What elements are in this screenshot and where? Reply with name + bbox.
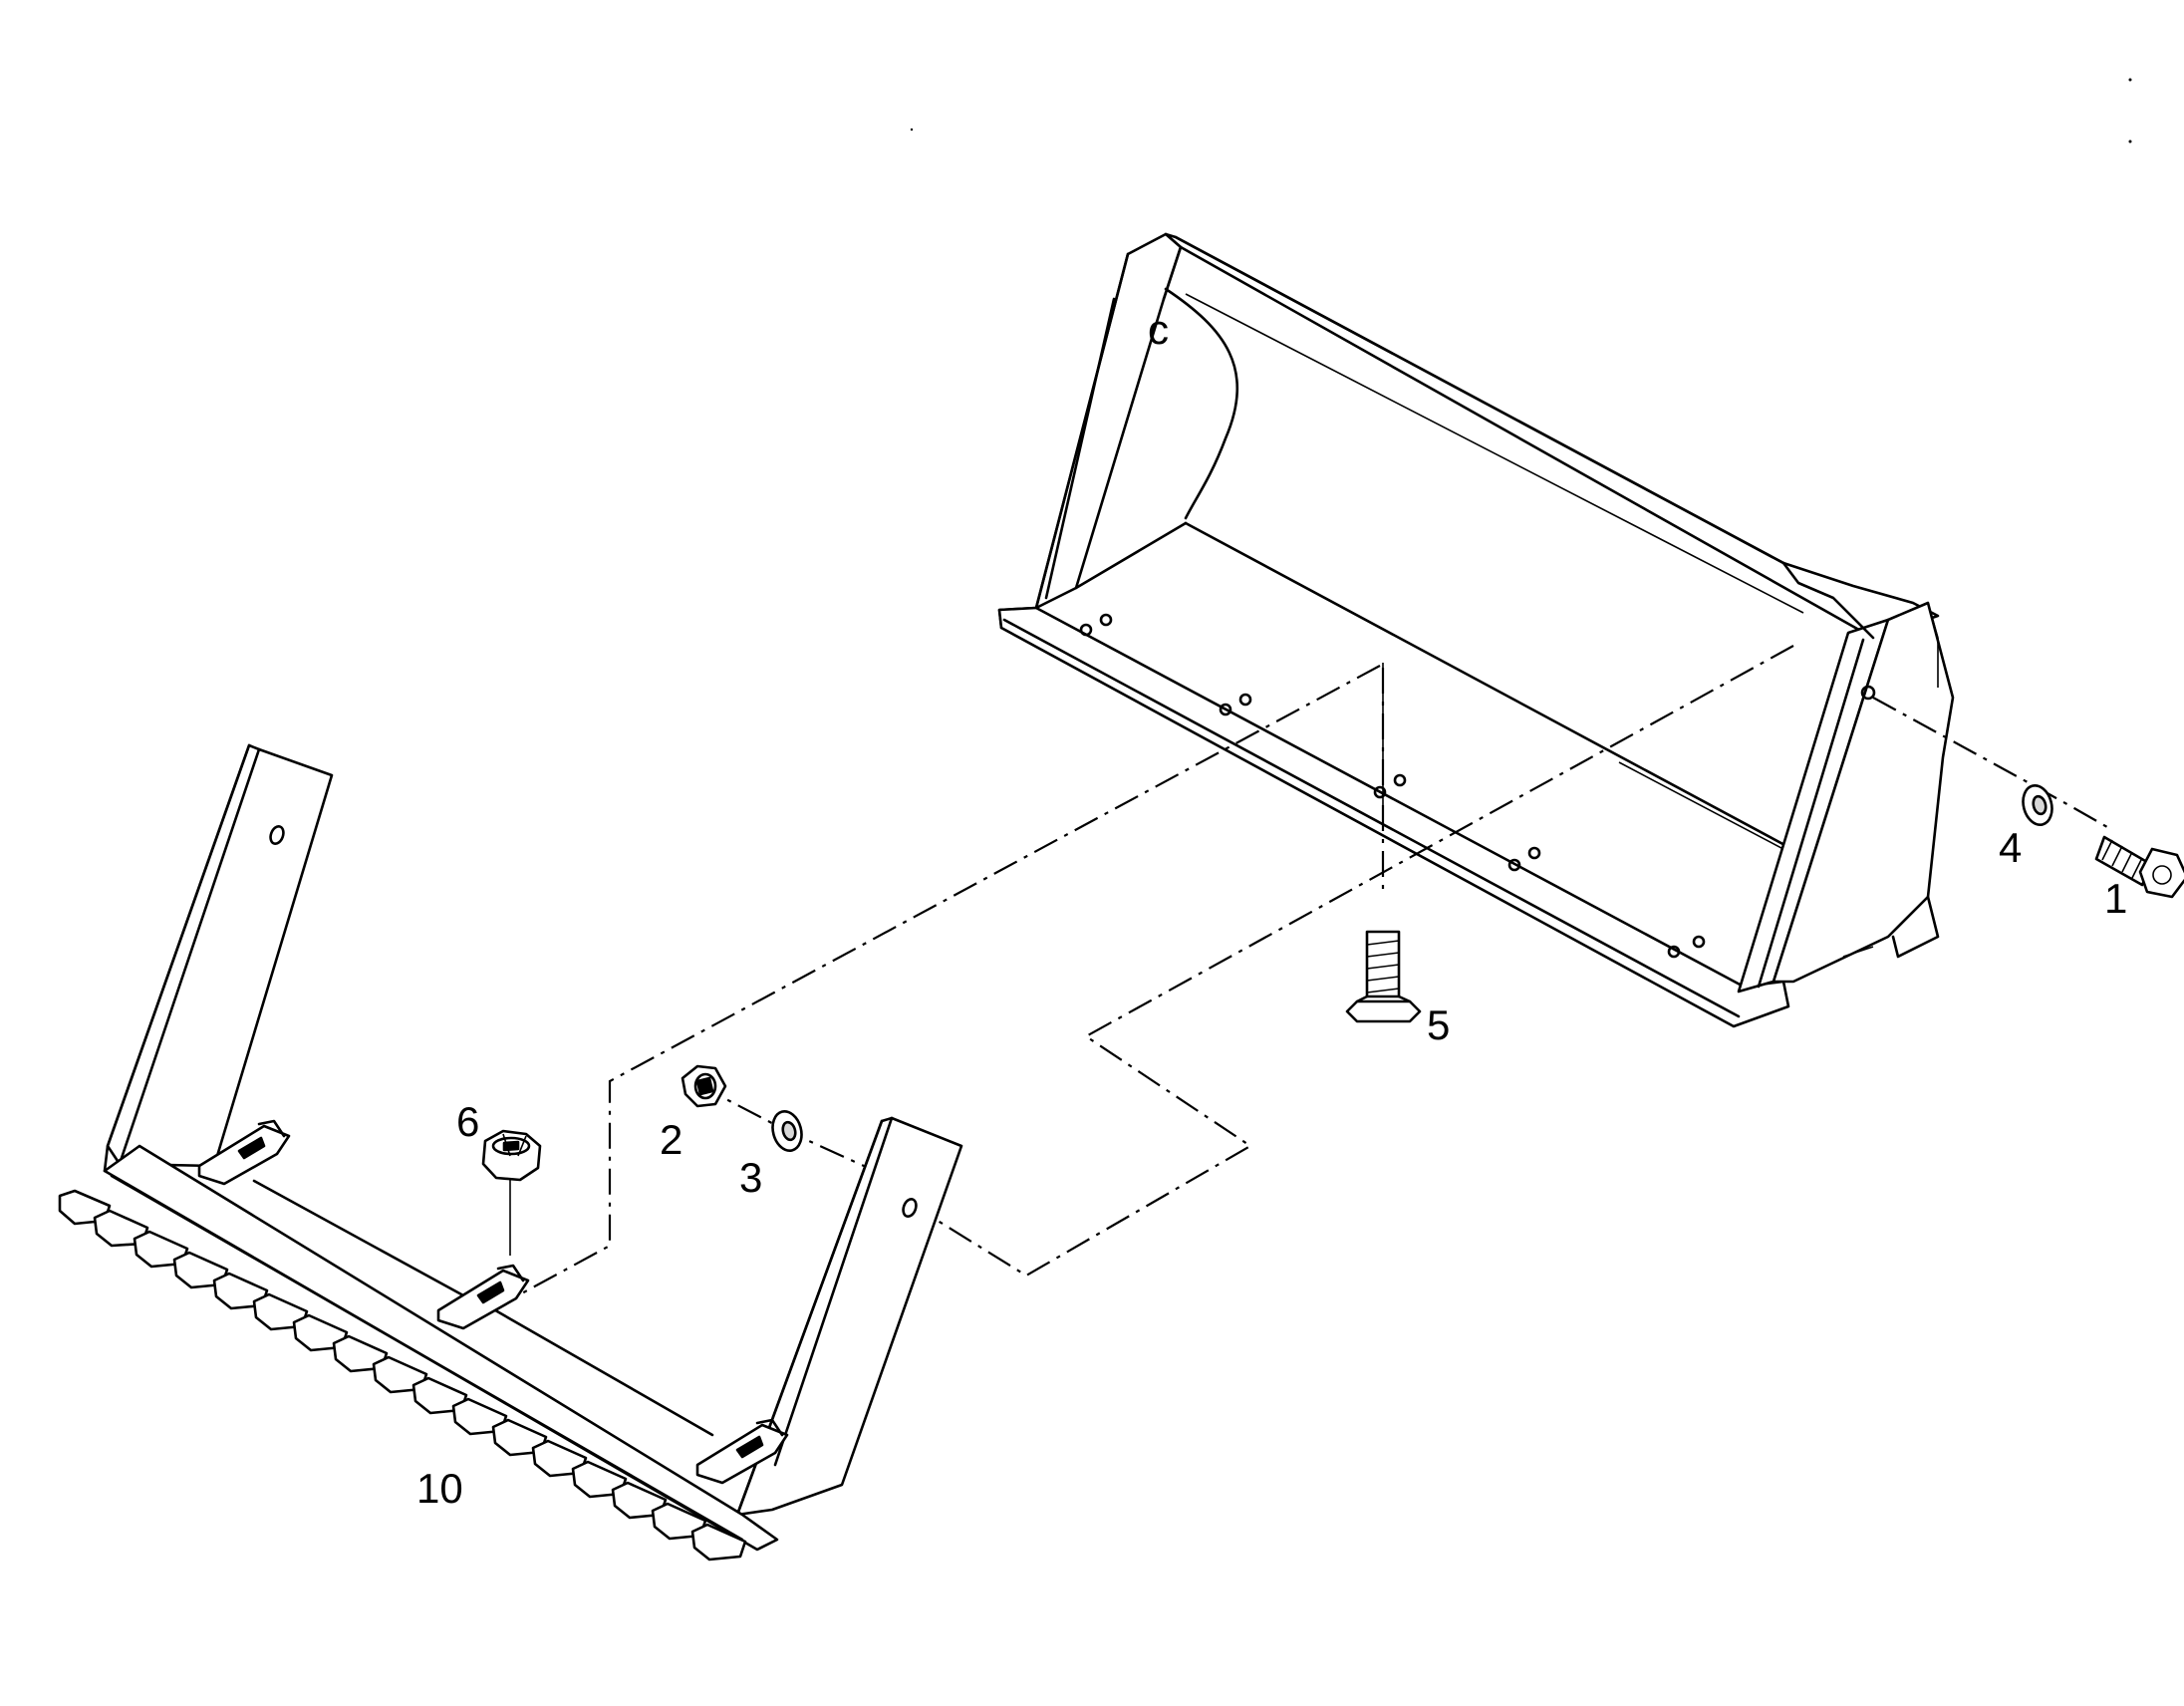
callout-5: 5 <box>1427 1001 1450 1048</box>
plow-bolt-5 <box>1345 930 1422 1023</box>
adapter-center <box>436 1264 530 1330</box>
nut-2 <box>681 1064 727 1108</box>
washer-4 <box>2022 784 2053 826</box>
cutting-edge-assembly: 10 <box>58 743 963 1562</box>
hex-nut-6 <box>481 1129 542 1182</box>
callout-3: 3 <box>739 1154 762 1201</box>
hex-bolt-1 <box>2094 835 2184 899</box>
adapter-left <box>197 1119 291 1186</box>
edge-holes <box>1079 613 1706 959</box>
edge-teeth <box>58 1189 747 1562</box>
callout-2: 2 <box>660 1116 682 1163</box>
callout-10: 10 <box>416 1465 463 1512</box>
bucket: c <box>997 232 1955 1028</box>
callout-4: 4 <box>1999 824 2022 871</box>
washer-3 <box>771 1110 803 1152</box>
callout-1: 1 <box>2104 875 2127 922</box>
callout-6: 6 <box>456 1098 479 1145</box>
adapter-right <box>695 1418 789 1485</box>
bucket-mark-c: c <box>1148 306 1169 353</box>
